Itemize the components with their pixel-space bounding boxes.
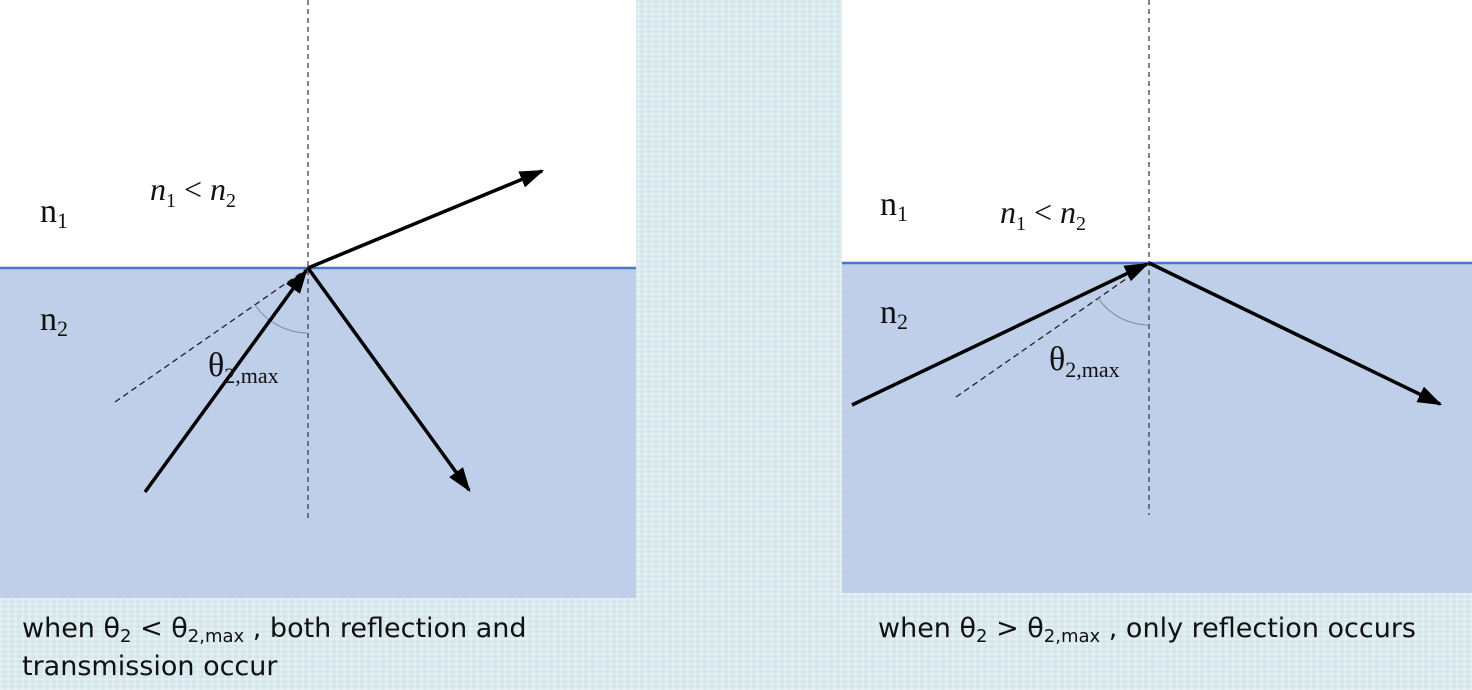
angle-arc — [1097, 297, 1150, 326]
medium-top-region — [842, 0, 1472, 263]
diagram-left-transmission: n1 n2 n1 < n2 θ2,max — [0, 0, 636, 598]
incident-ray — [851, 262, 1150, 407]
incident-ray — [143, 269, 308, 494]
medium-bottom-label: n2 — [40, 301, 68, 341]
medium-bottom-label: n2 — [880, 294, 908, 334]
angle-label: θ2,max — [1049, 341, 1120, 382]
medium-top-region — [0, 0, 636, 268]
reflected-ray — [1148, 261, 1443, 406]
medium-top-label: n1 — [880, 186, 908, 226]
critical-angle-line — [114, 267, 309, 403]
medium-bottom-region — [0, 268, 636, 598]
diagram-right-reflection: n1 n2 n1 < n2 θ2,max — [842, 0, 1472, 593]
angle-label: θ2,max — [208, 347, 279, 388]
index-condition: n1 < n2 — [150, 171, 236, 212]
medium-top-label: n1 — [40, 193, 68, 233]
caption-right: when θ2 > θ2,max , only reflection occur… — [878, 613, 1417, 647]
diagram-left-svg: n1 n2 n1 < n2 θ2,max — [0, 0, 636, 598]
caption-left: when θ2 < θ2,max , both reflection and t… — [22, 613, 527, 682]
reflected-ray — [306, 266, 471, 492]
transmitted-ray — [307, 169, 545, 270]
angle-arc — [254, 304, 309, 334]
diagram-right-svg: n1 n2 n1 < n2 θ2,max — [842, 0, 1472, 593]
index-condition: n1 < n2 — [1000, 194, 1086, 235]
medium-bottom-region — [842, 263, 1472, 593]
critical-angle-line — [955, 262, 1150, 398]
